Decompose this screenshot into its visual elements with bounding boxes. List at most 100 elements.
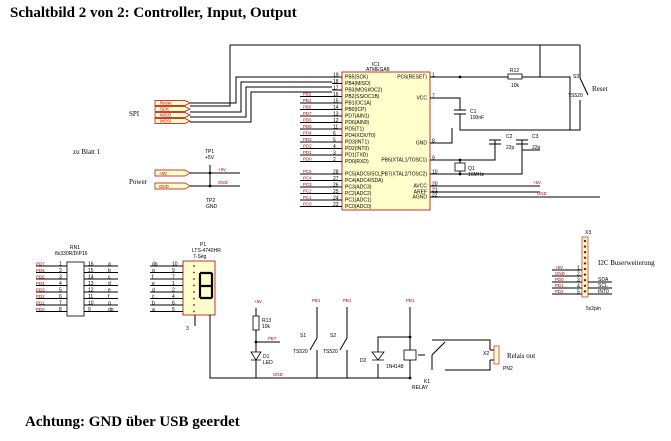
disp-ref: P1 <box>200 242 206 248</box>
rn-net-label: PD3 <box>36 287 45 292</box>
i2c-pin-number: 1 <box>577 265 580 271</box>
decoupling-and-crystal: C1 100nF C2 22p C3 22p Q1 16MHz +5V GND <box>430 97 600 198</box>
mcu-pin-net: PB0 <box>303 105 312 110</box>
mcu-pin-label: PB3(MOSI/OC2) <box>345 88 383 94</box>
mcu-pin-label: VCC <box>416 96 427 102</box>
disp-seg-label: dp <box>152 261 158 267</box>
mcu-pin-label: PC2(ADC2) <box>345 191 372 197</box>
r12-value: 10k <box>511 83 520 89</box>
mcu-pin-label: PB1(OC1A) <box>345 101 372 107</box>
mcu-pin-number: 2 <box>333 157 336 163</box>
reset-circuit: R12 10k S3 TS520 Reset <box>458 44 608 131</box>
mcu-pin-label: PB4(MISO) <box>345 81 371 87</box>
rn-pin-number: 1 <box>59 261 62 267</box>
c2-value: 22p <box>506 145 515 151</box>
mcu-pin-number: 14 <box>333 105 339 111</box>
mcu-pin-number: 25 <box>333 189 339 195</box>
mcu-pin-label: PB2(SS/OC1B) <box>345 94 380 100</box>
i2c-signal-label: INT0 <box>598 289 609 295</box>
mcu-pin-label: PB0(ICP) <box>345 107 366 113</box>
mcu-pin-label: PD1(TXD) <box>345 153 368 159</box>
i2c-net-label: +5V <box>555 265 563 270</box>
net-gnd-label: GND <box>218 180 228 185</box>
disp-pin-number: 6 <box>172 300 175 306</box>
mcu-pin-label: PD5(T1) <box>345 127 364 133</box>
rn-net-label: PD5 <box>36 274 45 279</box>
spi-signal-tag: MISO <box>160 113 172 118</box>
mcu-pin-number: 10 <box>432 169 438 175</box>
mcu-pin-net: PD5 <box>303 124 312 129</box>
mcu-pin-net: PC1 <box>303 195 312 200</box>
d2-ref: D2 <box>360 358 367 364</box>
tp1-ref: TP1 <box>205 149 214 155</box>
mcu-pin-number: 21 <box>432 187 438 193</box>
rn-pin-number: 3 <box>59 274 62 280</box>
reset-label: Reset <box>592 85 608 93</box>
mcu-pin-number: 27 <box>333 176 339 182</box>
q1-ref: Q1 <box>468 166 475 172</box>
disp-seg-label: b <box>152 300 155 306</box>
c3-ref: C3 <box>532 134 539 140</box>
mcu-pin-net: PD0 <box>303 157 312 162</box>
s3-ref: S3 <box>573 74 579 80</box>
i2c-signal-label: SCL <box>598 283 608 289</box>
rn-pin-number: 9 <box>88 307 91 313</box>
led-net: PB7 <box>268 336 277 341</box>
mcu-gnd-net: GND <box>537 191 547 196</box>
c1-ref: C1 <box>470 109 477 115</box>
rn-pin-number: 11 <box>88 294 93 300</box>
rn-net-label: PD4 <box>36 281 45 286</box>
disp-pin-number: 4 <box>172 294 175 300</box>
disp-seg-label: d <box>152 287 155 293</box>
d2-part: 1N4148 <box>386 364 404 370</box>
i2c-pin-number: 3 <box>577 277 580 283</box>
mcu-pin-label: AREF <box>414 190 427 196</box>
mcu-pin-number: 3 <box>333 150 336 156</box>
relay-circuit: PB1 D2 1N4148 K1 RELAY Relais out X2 PN2 <box>360 298 535 391</box>
mcu-pin-net: PD1 <box>303 150 312 155</box>
mcu-pin-number: 11 <box>333 124 338 130</box>
mcu-pin-label: PD4(XCK/T0) <box>345 133 376 139</box>
mcu-pin-label: PB6(XTAL1/TOSC1) <box>381 158 427 164</box>
disp-seg-label: g <box>152 268 155 274</box>
mcu-pin-number: 19 <box>333 72 339 78</box>
disp-pin-number: 10 <box>172 261 178 267</box>
mcu-pin-number: 28 <box>333 169 339 175</box>
i2c-pin-number: 5 <box>577 289 580 295</box>
k1-part: RELAY <box>412 385 429 391</box>
mcu-pin-net: PB1 <box>303 98 312 103</box>
mcu-pin-number: 24 <box>333 195 339 201</box>
i2c-pin-number: 2 <box>577 271 580 277</box>
mcu-pin-net: PC3 <box>303 182 312 187</box>
x2-ref: X2 <box>483 351 489 357</box>
rn-pin-number: 7 <box>59 300 62 306</box>
i2c-net-label: PD1 <box>555 283 564 288</box>
mcu-pin-number: 9 <box>432 155 435 161</box>
mcu-pin-label: PC6(RESET) <box>397 75 427 81</box>
d1-ref: D1 <box>263 354 270 360</box>
mcu-pin-net: PC5 <box>303 169 312 174</box>
s2-net: PB1 <box>343 298 352 303</box>
disp-seg-label: a <box>152 307 155 313</box>
mcu-pin-number: 16 <box>333 92 339 98</box>
mcu-pin-number: 22 <box>432 192 438 198</box>
tp2-ref: TP2 <box>206 198 215 204</box>
x3-ref: X3 <box>585 230 591 236</box>
rn-seg-label: d <box>108 281 111 287</box>
k1-ref: K1 <box>424 379 430 385</box>
rn-seg-label: g <box>108 300 111 306</box>
rn-net-label: PD2 <box>36 294 45 299</box>
mcu-pin-number: 13 <box>333 111 339 117</box>
mcu-pin-label: AGND <box>413 195 428 201</box>
q1-value: 16MHz <box>468 172 484 178</box>
mcu-pin-net: PB2 <box>303 92 312 97</box>
mcu-pin-number: 18 <box>333 79 339 85</box>
mcu-pin-number: 7 <box>432 93 435 99</box>
x2-part: PN2 <box>503 366 513 372</box>
mcu-pin-label: PC0(ADC0) <box>345 204 372 210</box>
i2c-net-label: GND <box>555 271 565 276</box>
mcu-pin-net: PD6 <box>303 118 312 123</box>
rn1-part: 8x330R/DIP16 <box>55 251 88 257</box>
